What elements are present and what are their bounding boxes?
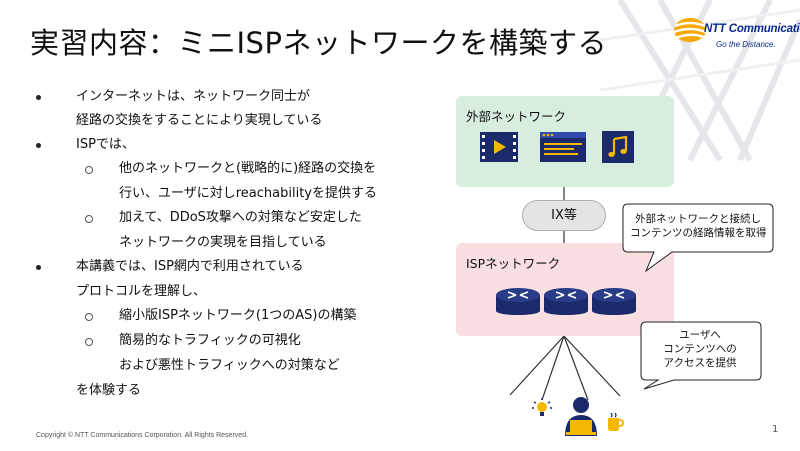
callout-lower-line: ユーザへ: [679, 329, 721, 341]
bullet-line: ISPでは、: [76, 137, 135, 152]
external-network-label: 外部ネットワーク: [466, 109, 567, 124]
sub-bullet-ring: [85, 313, 93, 321]
bullet-line: 経路の交換をすることにより実現している: [76, 113, 323, 128]
callout-lower-bubble: [640, 321, 762, 390]
bullet-line: 加えて、DDoS攻撃への対策など安定した: [119, 210, 362, 225]
bullet-line: プロトコルを理解し、: [76, 284, 207, 299]
globe-logo-icon: [673, 18, 707, 42]
bullet-line: インターネットは、ネットワーク同士が: [76, 89, 311, 104]
bullet-line: 行い、ユーザに対しreachabilityを提供する: [119, 186, 377, 201]
music-icon: [602, 131, 634, 163]
web-window-icon: [540, 132, 586, 162]
callout-upper-line: 外部ネットワークと接続し: [635, 213, 761, 225]
logo-brand: NTT Communications: [704, 23, 800, 35]
callout-lower: ユーザへ コンテンツへの アクセスを提供: [644, 328, 756, 370]
router-icon: [592, 288, 636, 315]
sub-bullet-ring: [85, 338, 93, 346]
slide-title: 実習内容：ミニISPネットワークを構築する: [30, 26, 607, 60]
bullet-line: および悪性トラフィックへの対策など: [119, 358, 340, 373]
bullet-dot: [36, 265, 41, 270]
user-at-laptop-icon: [565, 397, 597, 436]
bullet-dot: [36, 143, 41, 148]
bullet-dot: [36, 95, 41, 100]
callout-upper: 外部ネットワークと接続し コンテンツの経路情報を取得: [630, 212, 767, 240]
bullet-line: 他のネットワークと(戦略的に)経路の交換を: [119, 161, 377, 176]
external-network-box: 外部ネットワーク: [456, 96, 674, 187]
bullet-line: 本講義では、ISP網内で利用されている: [76, 259, 304, 274]
lightbulb-icon: [532, 398, 552, 416]
callout-lower-line: コンテンツへの: [663, 343, 737, 355]
page-number: 1: [772, 424, 779, 435]
copyright-footer: Copyright © NTT Communications Corporati…: [36, 432, 248, 439]
bullet-line: 簡易的なトラフィックの可視化: [119, 333, 301, 348]
bullet-line: を体験する: [76, 383, 142, 398]
coffee-icon: [608, 412, 625, 431]
sub-bullet-ring: [85, 215, 93, 223]
router-icon: [544, 288, 588, 315]
callout-upper-bubble: [622, 203, 774, 273]
sub-bullet-ring: [85, 166, 93, 174]
video-icon: [480, 132, 518, 162]
isp-network-label: ISPネットワーク: [466, 256, 561, 271]
logo-tagline: Go the Distance.: [716, 40, 776, 49]
router-icon: [496, 288, 540, 315]
callout-lower-line: アクセスを提供: [663, 357, 737, 369]
ntt-logo: NTT Communications Go the Distance.: [672, 14, 800, 60]
bullet-line: 縮小版ISPネットワーク(1つのAS)の構築: [119, 308, 357, 323]
isp-network-box: ISPネットワーク: [456, 243, 674, 336]
ix-label: IX等: [522, 200, 606, 231]
bullet-line: ネットワークの実現を目指している: [119, 235, 327, 250]
callout-upper-line: コンテンツの経路情報を取得: [630, 227, 767, 239]
